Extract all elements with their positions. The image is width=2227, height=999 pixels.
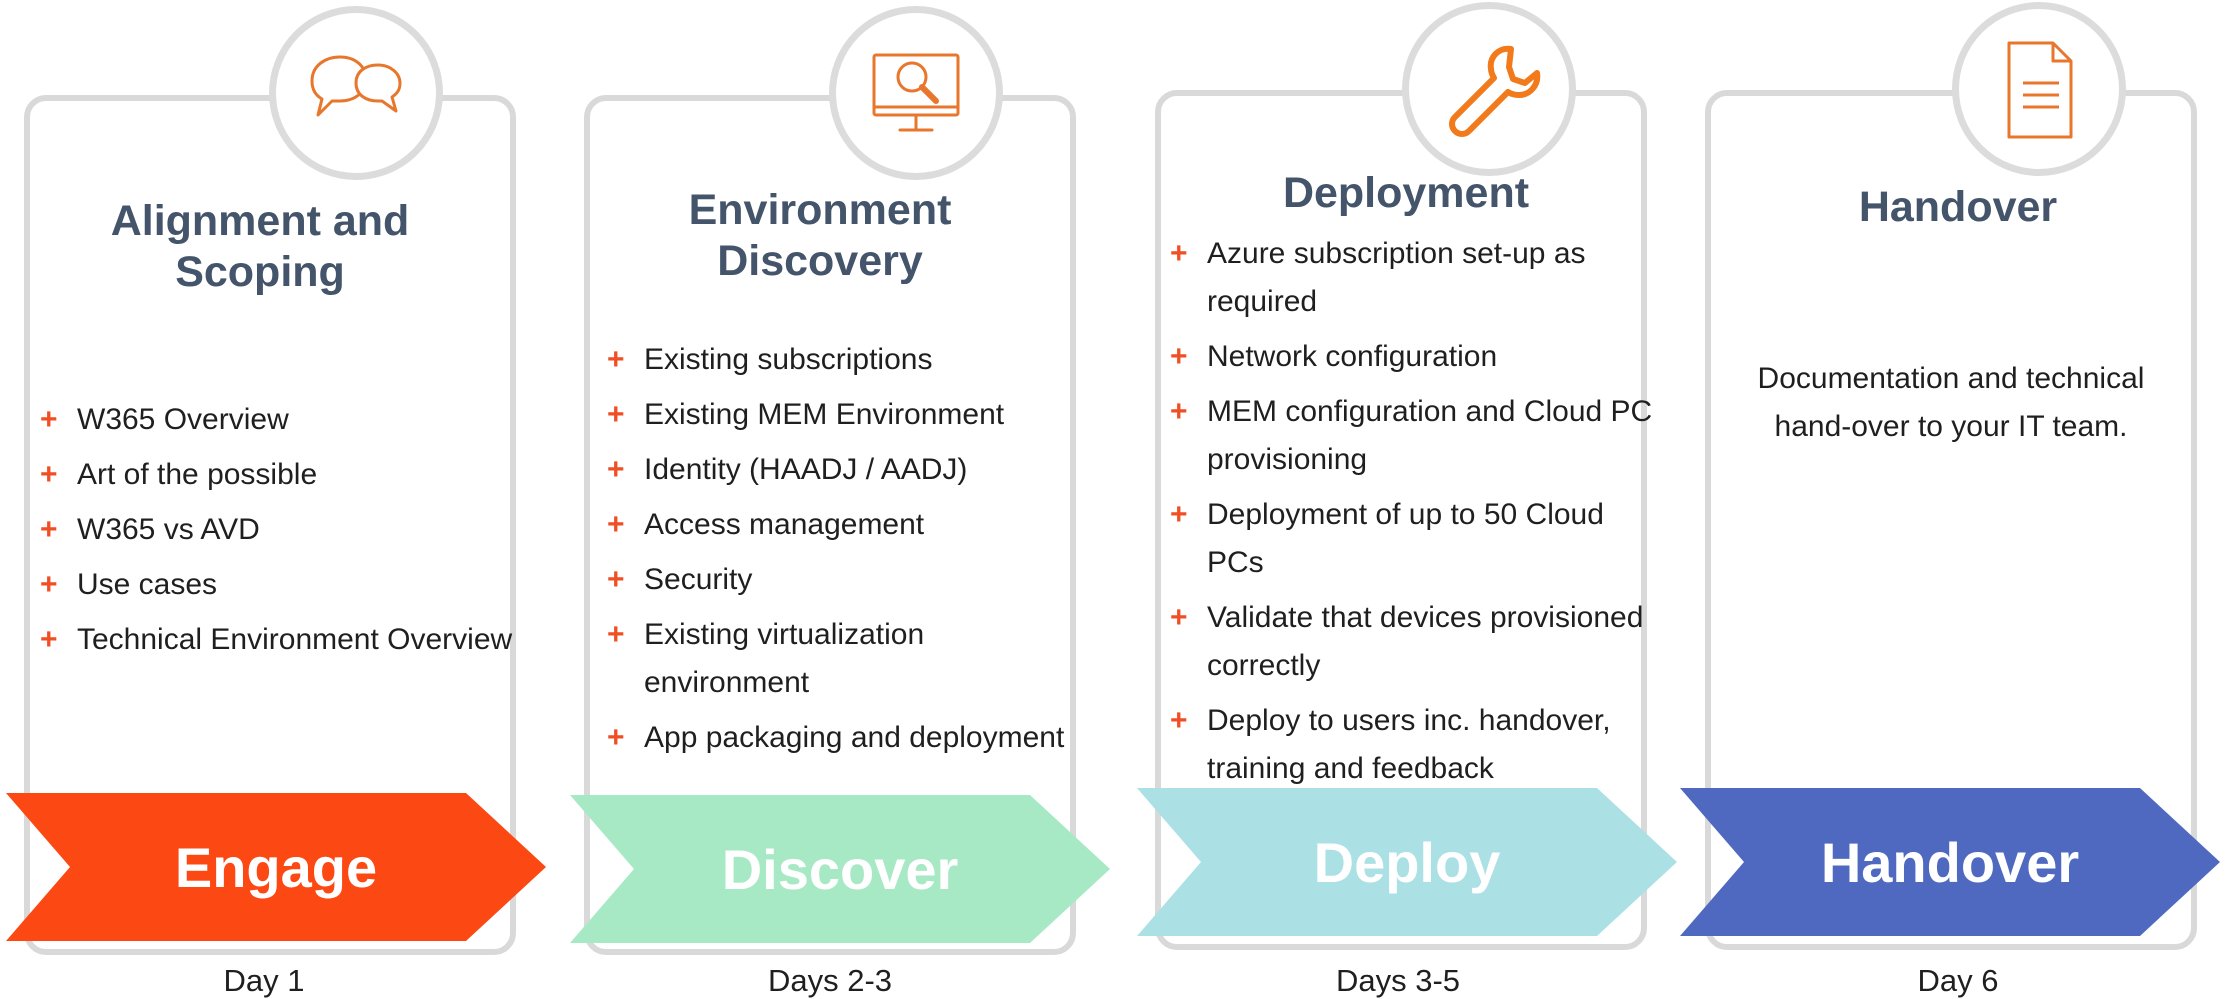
- plus-icon: +: [1170, 340, 1188, 373]
- plus-icon: +: [1170, 601, 1188, 634]
- phase-title-line: Handover: [1858, 183, 2058, 231]
- list-item-text: Use cases: [77, 568, 218, 601]
- plus-icon: +: [607, 398, 625, 431]
- list-item: + Existing virtualization environment: [607, 611, 974, 707]
- list-item: + Deploy to users inc. handover, training…: [1170, 697, 1677, 793]
- phase-arrow-engage: Engage: [6, 793, 546, 941]
- list-item-text: MEM configuration and Cloud PC provision…: [1207, 395, 1653, 476]
- phase-item-list-alignment: + W365 Overview + Art of the possible + W36…: [40, 396, 520, 671]
- list-item-text: W365 vs AVD: [77, 513, 260, 546]
- plus-icon: +: [607, 343, 625, 376]
- phase-title-discovery: Environment Discovery: [624, 185, 1016, 287]
- list-item: + Identity (HAADJ / AADJ): [607, 446, 1072, 494]
- phase-title-handover: Handover: [1762, 182, 2154, 233]
- phase-title-line: Discovery: [717, 237, 923, 285]
- phase-title-alignment: Alignment and Scoping: [64, 196, 456, 298]
- phase-arrow-label: Deploy: [1313, 830, 1501, 894]
- list-item-text: W365 Overview: [77, 403, 289, 436]
- list-item-text: Technical Environment Overview: [77, 623, 513, 656]
- chevron-shape: [6, 793, 546, 941]
- phase-description-handover: Documentation and technical hand-over to…: [1757, 362, 2145, 443]
- list-item: + MEM configuration and Cloud PC provisio…: [1170, 388, 1677, 484]
- plus-icon: +: [607, 453, 625, 486]
- phase-arrow-deploy: Deploy: [1137, 788, 1677, 936]
- list-item-text: Network configuration: [1207, 340, 1498, 373]
- plus-icon: +: [607, 721, 625, 754]
- chevron-fill: [1137, 788, 1677, 936]
- list-item: + Existing MEM Environment: [607, 391, 1072, 439]
- phase-badge-alignment: [269, 6, 443, 180]
- list-item: + Azure subscription set-up as required: [1170, 230, 1607, 326]
- list-item: + Validate that devices provisioned corre…: [1170, 594, 1677, 690]
- plus-icon: +: [40, 568, 58, 601]
- plus-icon: +: [607, 508, 625, 541]
- list-item: + Use cases: [40, 561, 520, 609]
- plus-icon: +: [1170, 498, 1188, 531]
- phase-item-list-discovery: + Existing subscriptions + Existing MEM En…: [607, 336, 1072, 769]
- list-item-text: Security: [644, 563, 753, 596]
- list-item-text: Validate that devices provisioned correc…: [1207, 601, 1644, 682]
- plus-icon: +: [40, 513, 58, 546]
- phase-arrow-label: Engage: [174, 835, 378, 899]
- phase-badge-discovery: [829, 6, 1003, 180]
- phase-title-line: Alignment and: [110, 197, 410, 245]
- document-icon: [2007, 41, 2073, 139]
- phase-title-line: Scoping: [175, 248, 345, 296]
- monitor-magnifier-icon: [872, 53, 960, 132]
- phase-title-line: Deployment: [1282, 169, 1530, 217]
- list-item: + App packaging and deployment: [607, 714, 1072, 762]
- day-label-discover: Days 2-3: [767, 963, 893, 998]
- chevron-shape: [570, 795, 1110, 943]
- list-item-text: Identity (HAADJ / AADJ): [644, 453, 968, 486]
- list-item: + Access management: [607, 501, 1072, 549]
- plus-icon: +: [40, 458, 58, 491]
- chevron-shape: [1680, 788, 2220, 936]
- day-label-handover: Day 6: [1917, 963, 1999, 998]
- list-item: + W365 vs AVD: [40, 506, 520, 554]
- plus-icon: +: [607, 618, 625, 651]
- list-item-text: App packaging and deployment: [644, 721, 1065, 754]
- phase-badge-deployment: [1402, 2, 1576, 176]
- list-item: + Existing subscriptions: [607, 336, 1072, 384]
- phase-item-list-deployment: + Azure subscription set-up as required +…: [1170, 230, 1652, 800]
- phase-arrow-label: Handover: [1820, 830, 2080, 894]
- phase-title-line: Environment: [688, 186, 952, 234]
- list-item-text: Azure subscription set-up as required: [1207, 237, 1586, 318]
- plus-icon: +: [40, 403, 58, 436]
- list-item-text: Art of the possible: [77, 458, 318, 491]
- list-item: + Network configuration: [1170, 333, 1650, 381]
- chevron-fill: [570, 795, 1110, 943]
- list-item: + Security: [607, 556, 1072, 604]
- list-item-text: Existing virtualization environment: [644, 618, 925, 699]
- chevron-shape: [1137, 788, 1677, 936]
- list-item-text: Existing subscriptions: [644, 343, 933, 376]
- phase-arrow-label: Discover: [721, 837, 959, 901]
- wrench-icon: [1449, 45, 1541, 137]
- speech-bubbles-icon: [310, 55, 402, 117]
- plus-icon: +: [1170, 704, 1188, 737]
- list-item-text: Existing MEM Environment: [644, 398, 1005, 431]
- phase-arrow-handover: Handover: [1680, 788, 2220, 936]
- phase-arrow-discover: Discover: [570, 795, 1110, 943]
- phase-title-deployment: Deployment: [1210, 168, 1602, 219]
- day-label-engage: Day 1: [223, 963, 305, 998]
- plus-icon: +: [1170, 395, 1188, 428]
- chevron-fill: [6, 793, 546, 941]
- day-label-deploy: Days 3-5: [1335, 963, 1461, 998]
- list-item: + Deployment of up to 50 Cloud PCs: [1170, 491, 1637, 587]
- list-item-text: Deployment of up to 50 Cloud PCs: [1207, 498, 1604, 579]
- list-item: + W365 Overview: [40, 396, 520, 444]
- list-item-text: Access management: [644, 508, 925, 541]
- chevron-fill: [1680, 788, 2220, 936]
- list-item: + Art of the possible: [40, 451, 520, 499]
- phase-badge-handover: [1952, 2, 2126, 176]
- plus-icon: +: [1170, 237, 1188, 270]
- list-item: + Technical Environment Overview: [40, 616, 520, 664]
- plus-icon: +: [40, 623, 58, 656]
- list-item-text: Deploy to users inc. handover, training …: [1207, 704, 1611, 785]
- plus-icon: +: [607, 563, 625, 596]
